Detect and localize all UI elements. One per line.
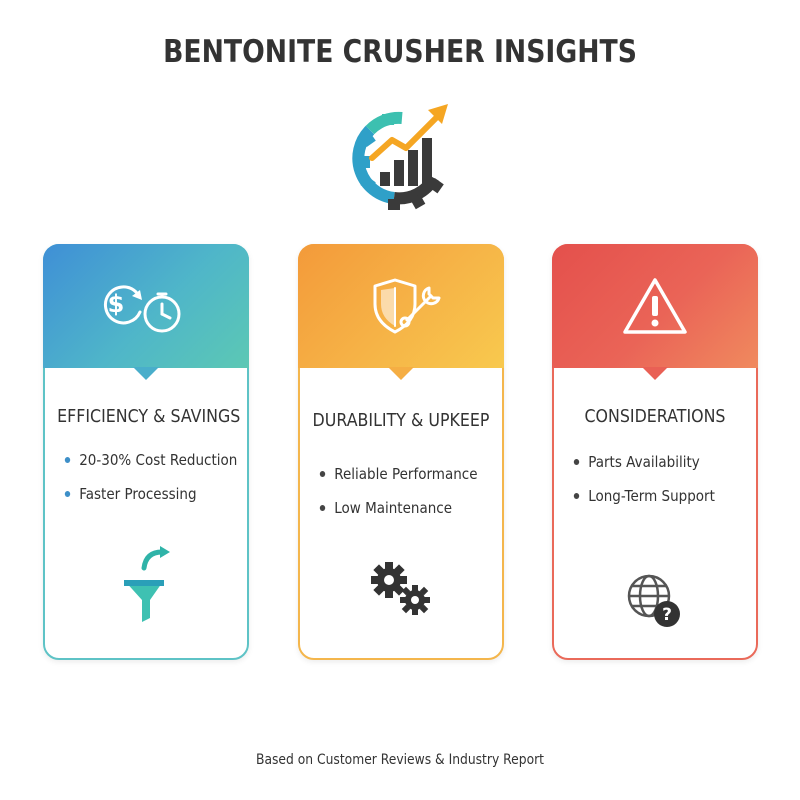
card-efficiency-savings: $ EFFICIENCY & SAVINGS 20-30% Cost Reduc…: [43, 244, 249, 660]
card-header: $: [43, 244, 249, 380]
list-item: Reliable Performance: [318, 464, 489, 498]
card-header: [298, 244, 504, 380]
funnel-arrow-icon: [124, 546, 170, 622]
warning-triangle-icon: [623, 278, 687, 334]
card-title: CONSIDERATIONS: [584, 406, 726, 427]
gears-icon: [371, 562, 430, 615]
card-title: EFFICIENCY & SAVINGS: [57, 406, 241, 427]
card-title: DURABILITY & UPKEEP: [312, 410, 490, 431]
page-title: BENTONITE CRUSHER INSIGHTS: [163, 34, 637, 70]
footer-note: Based on Customer Reviews & Industry Rep…: [255, 752, 545, 768]
list-item: Low Maintenance: [318, 498, 489, 532]
card-durability-upkeep: DURABILITY & UPKEEP Reliable Performance…: [298, 244, 504, 660]
svg-text:?: ?: [662, 605, 672, 625]
list-item: Parts Availability: [572, 452, 743, 486]
svg-text:$: $: [108, 290, 125, 318]
list-item: 20-30% Cost Reduction: [63, 450, 237, 484]
dollar-stopwatch-icon: $: [103, 285, 181, 333]
globe-question-icon: ?: [627, 574, 680, 627]
gear-growth-chart-icon: [352, 104, 448, 210]
card-considerations: CONSIDERATIONS Parts Availability Long-T…: [552, 244, 758, 660]
card-header: [552, 244, 758, 380]
shield-wrench-icon: [373, 278, 441, 334]
card-items: 20-30% Cost Reduction Faster Processing: [63, 450, 253, 518]
card-items: Parts Availability Long-Term Support: [572, 452, 762, 520]
list-item: Long-Term Support: [572, 486, 743, 520]
list-item: Faster Processing: [63, 484, 234, 518]
card-items: Reliable Performance Low Maintenance: [318, 464, 508, 532]
